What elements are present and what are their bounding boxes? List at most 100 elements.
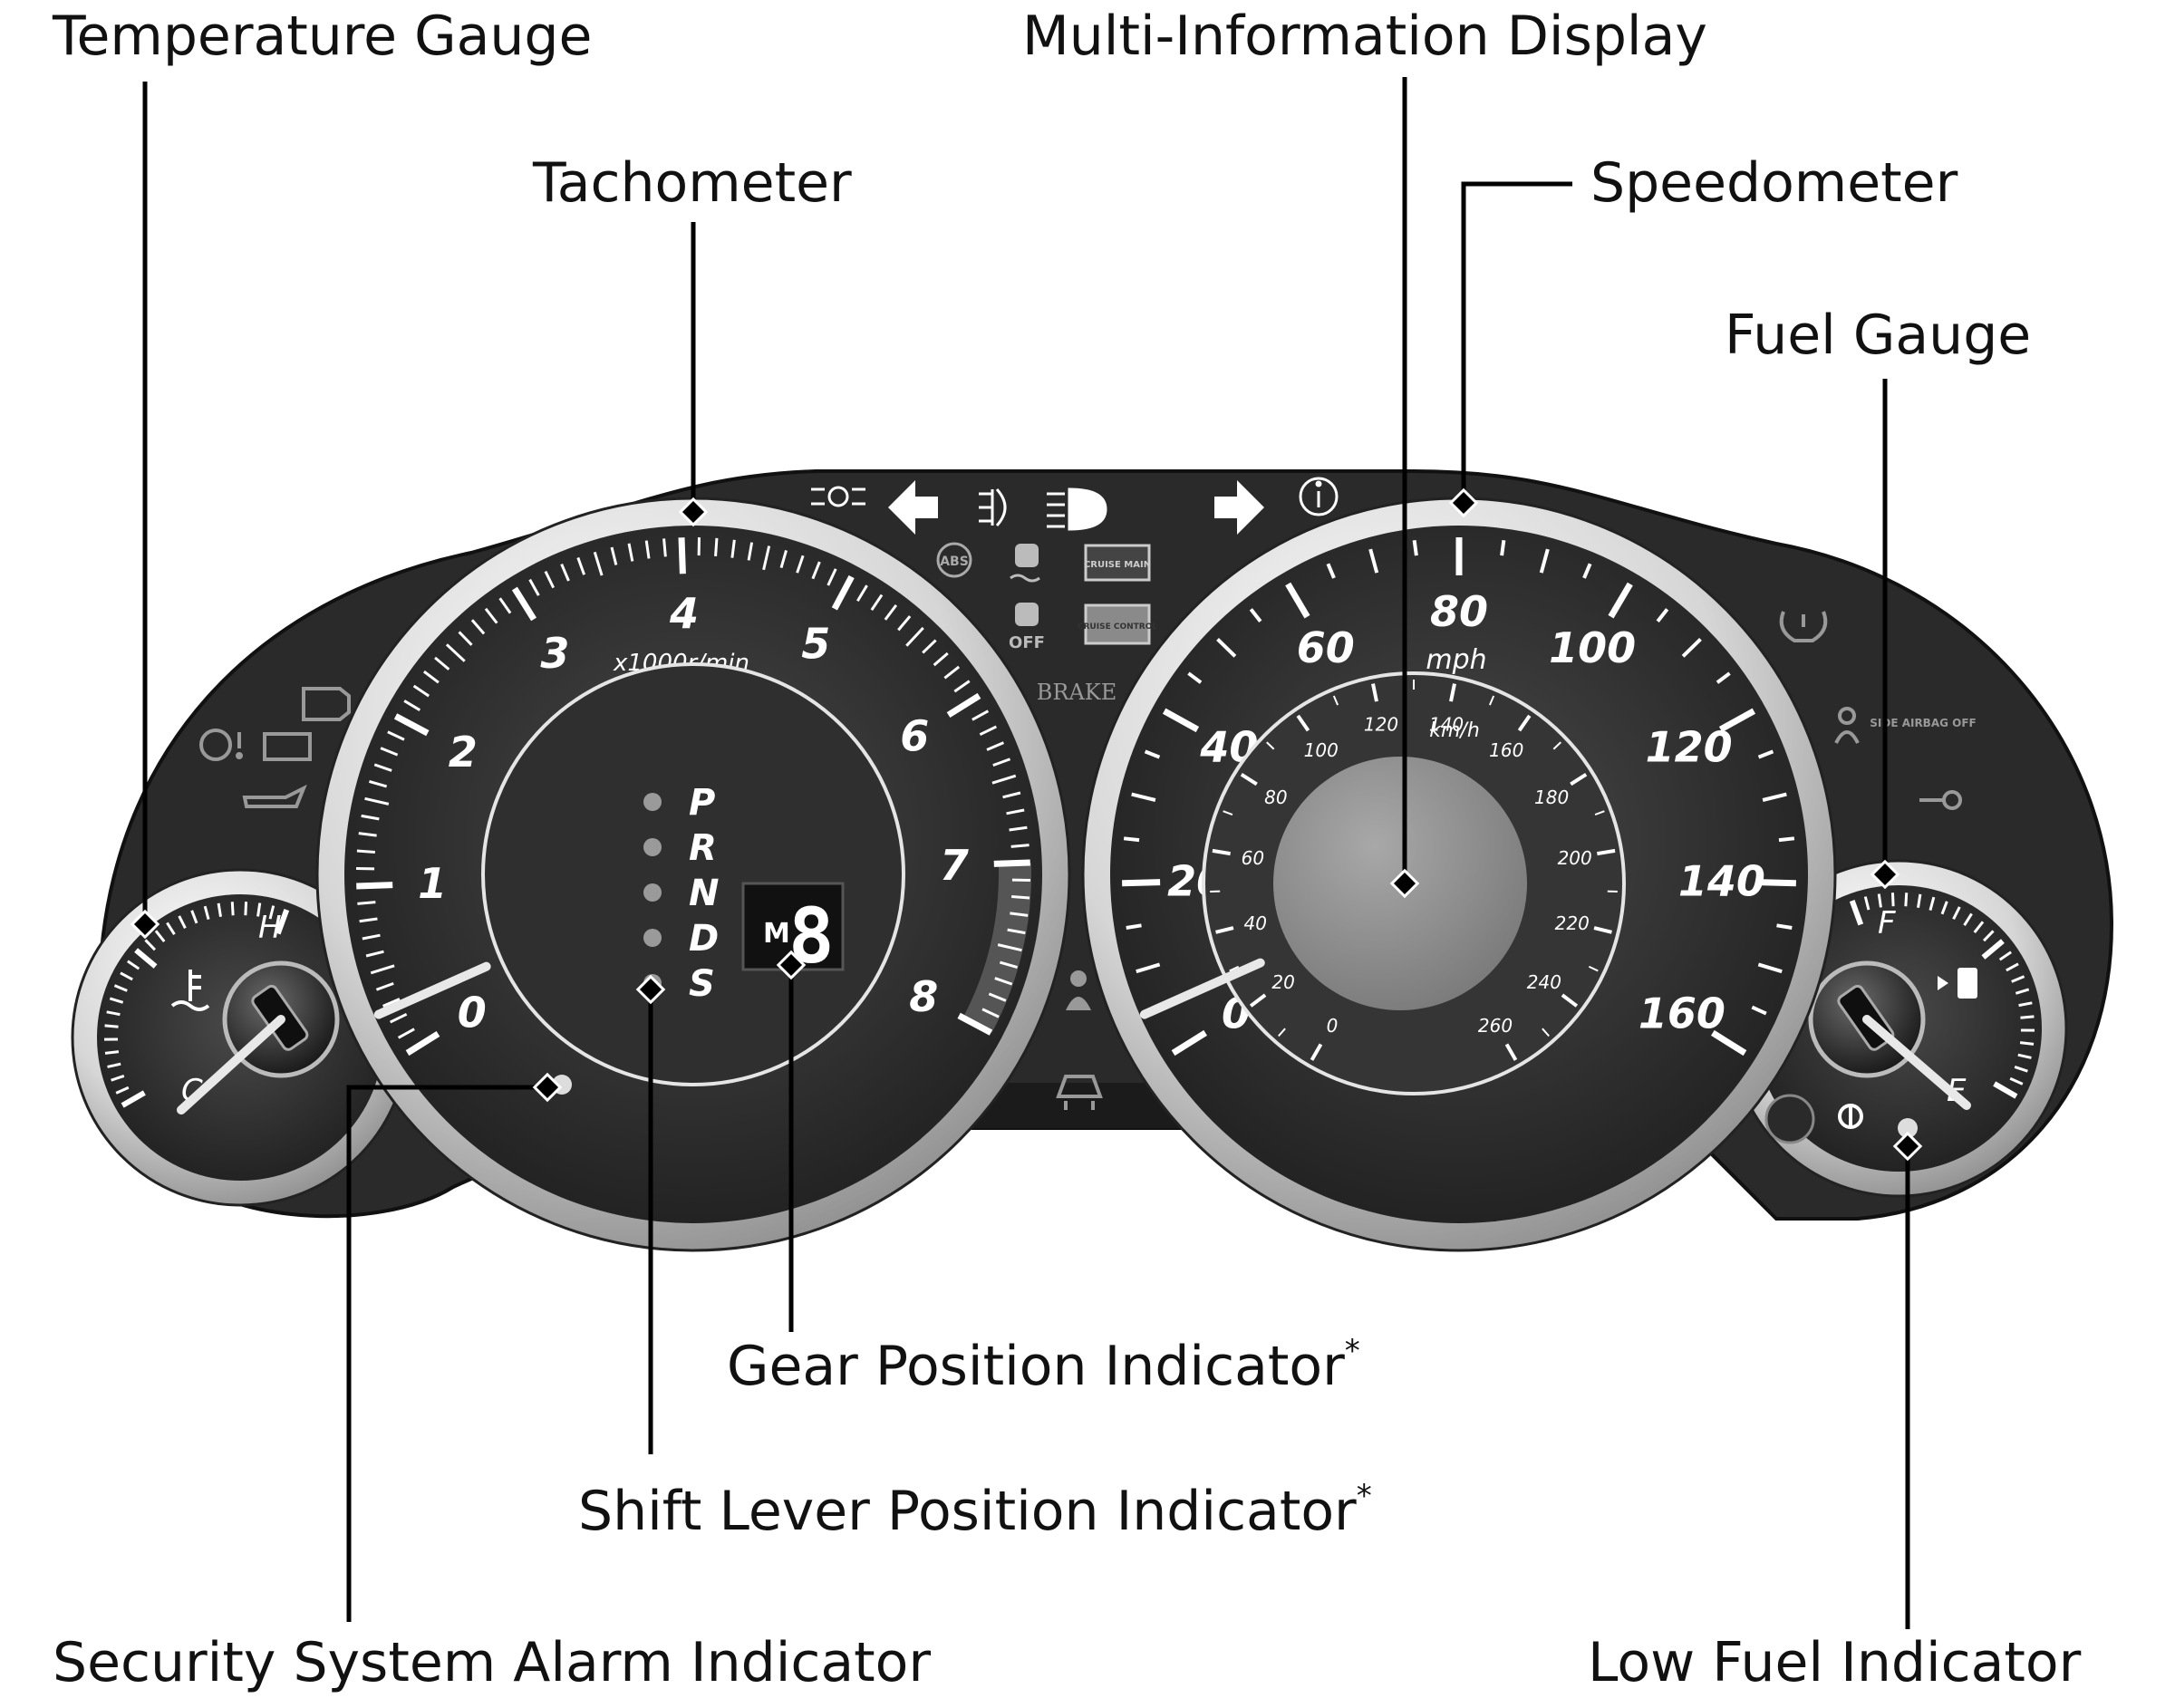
left-warning-lamps bbox=[199, 687, 351, 808]
tachometer-tick bbox=[365, 950, 384, 958]
seatbelt-icon bbox=[1066, 970, 1091, 1010]
coolant-temperature-icon bbox=[170, 970, 210, 1011]
gauge-tick bbox=[230, 902, 235, 916]
tachometer-tick bbox=[993, 859, 1030, 867]
tachometer-tick bbox=[662, 538, 667, 557]
speedometer-kmh-tick bbox=[1594, 810, 1605, 816]
speedometer-mph-label: 80 bbox=[1430, 587, 1488, 636]
speedometer-kmh-tick bbox=[1593, 926, 1612, 934]
speedometer-kmh-tick bbox=[1229, 965, 1240, 972]
speedometer-tick bbox=[1716, 671, 1731, 684]
cruise-main-lamp: CRUISE MAIN bbox=[1084, 544, 1151, 582]
leader-security-alarm bbox=[346, 1085, 547, 1622]
brake-lamp: BRAKE bbox=[1037, 680, 1117, 705]
speedometer-kmh-tick bbox=[1570, 773, 1588, 786]
tachometer-tick bbox=[362, 933, 381, 941]
tachometer-tick bbox=[373, 763, 392, 772]
shift-position-letter: S bbox=[689, 963, 715, 1005]
gauge-tick bbox=[154, 930, 166, 943]
label-low-fuel-indicator: Low Fuel Indicator bbox=[1588, 1631, 2082, 1694]
speedometer-kmh-tick bbox=[1597, 848, 1616, 856]
speedometer-tick bbox=[1711, 1029, 1747, 1057]
speedometer-tick bbox=[1216, 637, 1237, 658]
tachometer-tick bbox=[405, 1030, 440, 1057]
speedometer-tick bbox=[1368, 548, 1379, 574]
tachometer-tick bbox=[933, 651, 949, 667]
label-security-system-alarm-indicator: Security System Alarm Indicator bbox=[53, 1631, 932, 1694]
speedometer-tick bbox=[1412, 540, 1418, 556]
speedometer-mph-label: 100 bbox=[1549, 623, 1636, 672]
speedometer-mph-label: 120 bbox=[1646, 722, 1733, 771]
gauge-tick bbox=[1904, 893, 1909, 907]
speedometer-tick bbox=[1123, 836, 1140, 843]
gauge-tick bbox=[1993, 1081, 2018, 1099]
gauge-tick bbox=[1863, 896, 1870, 911]
gauge-tick bbox=[1982, 930, 1995, 942]
oil-pressure-icon bbox=[242, 784, 307, 808]
tire-pressure-icon bbox=[1779, 611, 1828, 642]
label-gear-position-indicator: Gear Position Indicator* bbox=[727, 1333, 1360, 1398]
power-steering-icon bbox=[199, 729, 243, 761]
tachometer-tick bbox=[389, 1012, 408, 1024]
tachometer-tick bbox=[528, 578, 540, 596]
tachometer-tick bbox=[368, 780, 388, 788]
abs-icon: ABS bbox=[936, 542, 972, 578]
speedometer-kmh-tick bbox=[1240, 773, 1258, 786]
temperature-needle bbox=[177, 1015, 285, 1115]
gauge-tick bbox=[1917, 893, 1922, 908]
tachometer-tick bbox=[1011, 895, 1030, 900]
tachometer-tick bbox=[870, 593, 884, 612]
speedometer-kmh-label: 260 bbox=[1478, 1015, 1513, 1037]
speedometer-kmh-label: 140 bbox=[1429, 714, 1464, 736]
tachometer-tick bbox=[943, 665, 961, 680]
gauge-tick bbox=[115, 1086, 130, 1095]
door-open-icon bbox=[1056, 1075, 1103, 1110]
speedometer-kmh-tick bbox=[1215, 926, 1234, 934]
tachometer-tick bbox=[380, 747, 399, 757]
tachometer-label: 6 bbox=[900, 711, 929, 760]
speedometer-tick bbox=[1187, 671, 1203, 684]
speedometer-kmh-tick bbox=[1449, 683, 1456, 702]
temperature-gauge: H C bbox=[71, 868, 410, 1207]
gauge-tick bbox=[2019, 1041, 2035, 1046]
gauge-tick bbox=[1973, 921, 1985, 934]
tachometer-tick bbox=[714, 537, 719, 556]
tachometer-tick bbox=[997, 943, 1022, 952]
fog-light-icon bbox=[979, 487, 1007, 527]
tachometer-tick bbox=[576, 556, 586, 575]
speedometer-kmh-label: 100 bbox=[1304, 739, 1339, 761]
speedometer-tick bbox=[1539, 548, 1550, 574]
speedometer-tick bbox=[1126, 923, 1142, 930]
check-engine-icon bbox=[302, 687, 351, 721]
speedometer-kmh-tick bbox=[1371, 683, 1378, 702]
anchor-fuel-gauge bbox=[1870, 859, 1900, 890]
gauge-tick bbox=[104, 1024, 119, 1028]
speedometer-kmh-ticks bbox=[1210, 680, 1618, 1061]
speedometer-kmh-label: 80 bbox=[1264, 786, 1287, 808]
gauge-tick bbox=[134, 948, 158, 969]
vsa-off-text: OFF bbox=[1009, 633, 1045, 652]
tachometer-tick bbox=[498, 597, 512, 614]
speedometer-mph-label: 140 bbox=[1678, 857, 1765, 906]
gauge-tick bbox=[2006, 962, 2019, 972]
tachometer-tick bbox=[382, 998, 401, 1008]
anchor-multi-information-display bbox=[1389, 868, 1420, 899]
speedometer-tick bbox=[1776, 923, 1793, 930]
anchor-shift-lever bbox=[635, 974, 666, 1005]
tachometer-label: 3 bbox=[540, 629, 569, 678]
gauge-tick bbox=[178, 915, 187, 930]
tachometer-tick bbox=[364, 796, 390, 806]
tachometer-tick bbox=[356, 849, 375, 854]
tachometer-ticks bbox=[356, 537, 1030, 1057]
gauge-tick bbox=[121, 1090, 146, 1108]
label-temperature-gauge: Temperature Gauge bbox=[53, 5, 593, 68]
shift-position-dot bbox=[643, 793, 662, 811]
tachometer-tick bbox=[361, 814, 380, 821]
tachometer-tick bbox=[1007, 928, 1026, 935]
speedometer-kmh-tick bbox=[1517, 714, 1532, 732]
tachometer-tick bbox=[730, 539, 736, 558]
gauge-tick bbox=[203, 905, 210, 920]
speedometer-tick bbox=[1131, 792, 1156, 802]
